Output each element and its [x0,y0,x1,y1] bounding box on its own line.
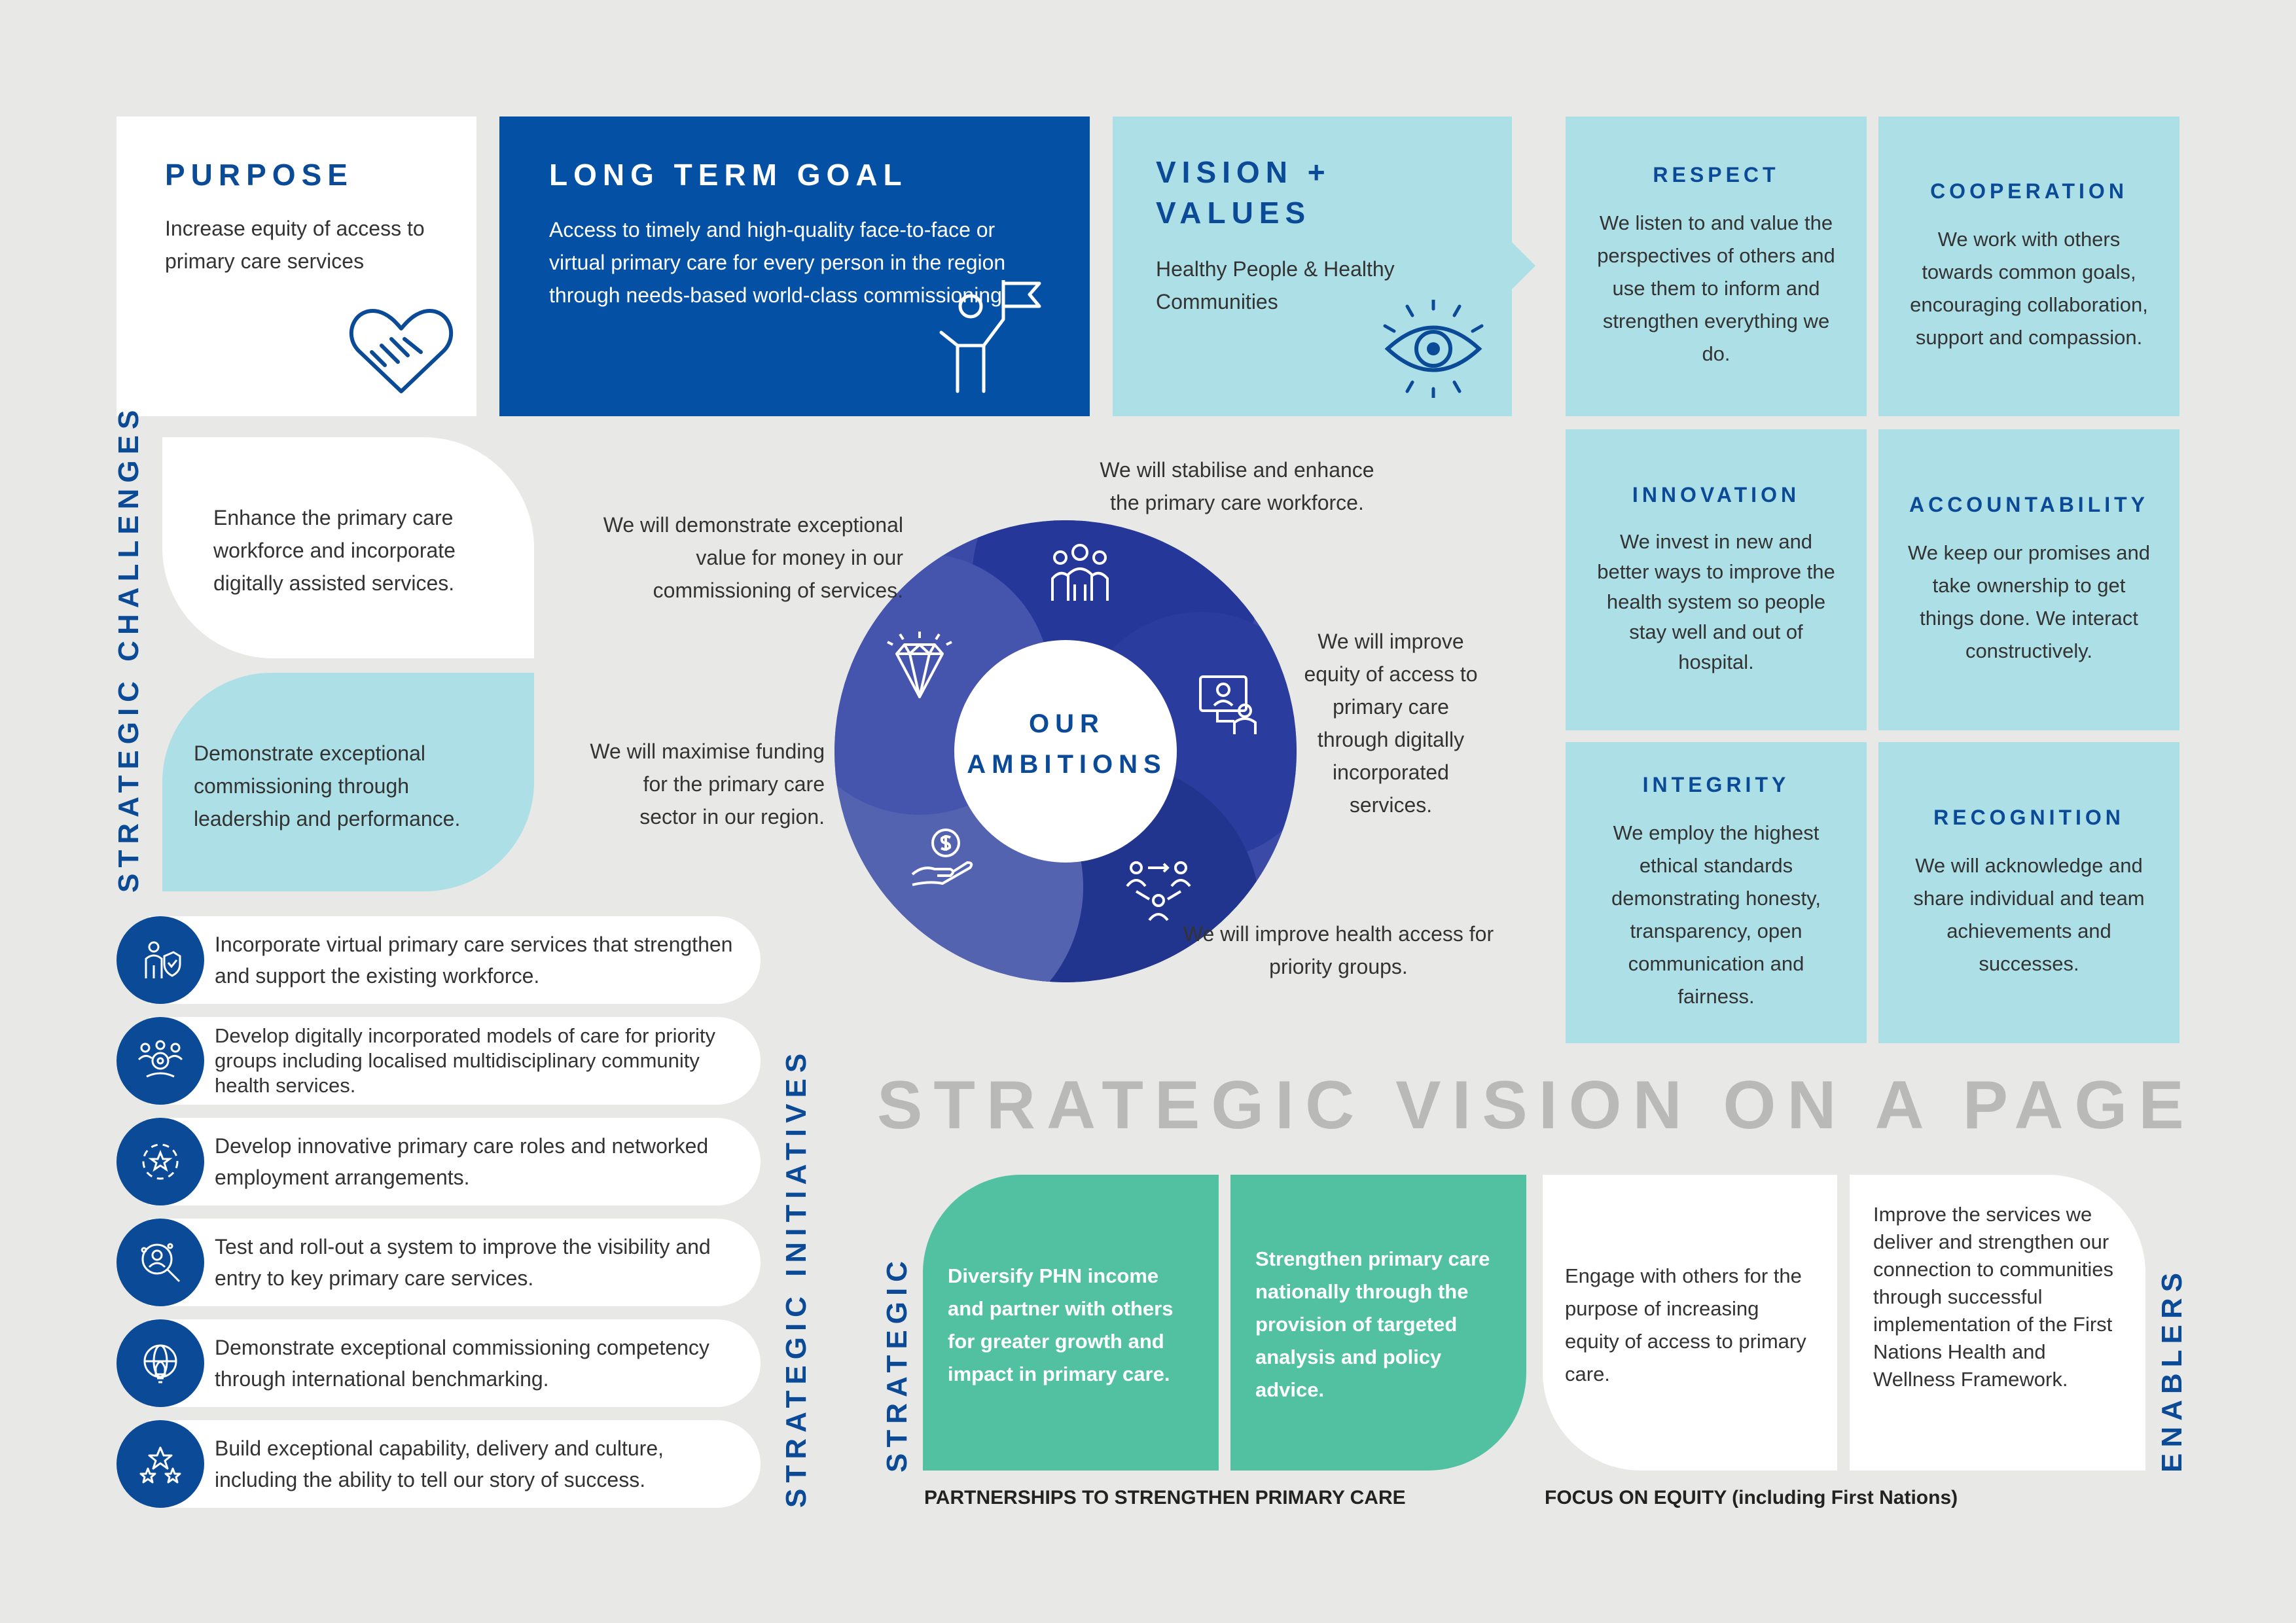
vision-arrow [1512,242,1535,289]
strategic-initiatives-label: STRATEGIC INITIATIVES [780,1047,812,1508]
equity-caption: FOCUS ON EQUITY (including First Nations… [1545,1487,1958,1508]
value-cooperation: COOPERATION We work with others towards … [1878,116,2179,416]
value-accountability: ACCOUNTABILITY We keep our promises and … [1878,429,2179,730]
initiative-row-6: Build exceptional capability, delivery a… [117,1420,761,1508]
challenge-card-2: Demonstrate exceptional commissioning th… [162,673,534,891]
person-flag-icon [939,280,1041,393]
initiative-row-3: Develop innovative primary care roles an… [117,1118,761,1205]
purpose-text: Increase equity of access to primary car… [165,217,425,273]
ambition-priority-groups: We will improve health access for priori… [1183,922,1494,978]
equity-card-2: Improve the services we deliver and stre… [1850,1175,2145,1471]
value-integrity: INTEGRITY We employ the highest ethical … [1566,742,1867,1043]
virtual-care-icon [1199,675,1257,734]
vision-title-line1: VISION + [1156,155,1331,189]
person-shield-icon [117,916,204,1004]
initiative-row-4: Test and roll-out a system to improve th… [117,1219,761,1306]
strategic-label: STRATEGIC [881,1255,913,1472]
initiative-row-2: Develop digitally incorporated models of… [117,1017,761,1105]
ambitions-ring [834,520,1297,982]
stars-icon [117,1420,204,1508]
vision-text: Healthy People & Healthy Communities [1156,257,1395,313]
people-gear-icon [117,1017,204,1105]
initiative-row-1: Incorporate virtual primary care service… [117,916,761,1004]
purpose-title: PURPOSE [165,158,353,192]
long-term-goal-card: LONG TERM GOAL Access to timely and high… [499,116,1090,416]
group-exchange-icon [1126,861,1191,921]
long-term-goal-title: LONG TERM GOAL [549,158,908,192]
vision-card: VISION + VALUES Healthy People & Healthy… [1113,116,1512,416]
vision-title-line2: VALUES [1156,196,1312,230]
challenge-card-1: Enhance the primary care workforce and i… [162,437,534,658]
value-innovation: INNOVATION We invest in new and better w… [1566,429,1867,730]
star-network-icon [117,1118,204,1205]
partnership-card-2: Strengthen primary care nationally throu… [1230,1175,1526,1471]
eye-icon [1383,300,1484,398]
ambition-value-for-money: We will demonstrate exceptional value fo… [603,513,903,602]
ambitions-center-label: OUR AMBITIONS [967,709,1167,779]
ambition-equity-digital: We will improve equity of access to prim… [1304,630,1478,817]
long-term-goal-text: Access to timely and high-quality face-t… [549,218,1006,307]
strategic-challenges-label: STRATEGIC CHALLENGES [113,404,145,893]
partnership-card-1: Diversify PHN income and partner with ot… [923,1175,1219,1471]
magnifier-person-icon [117,1219,204,1306]
enablers-label: ENABLERS [2156,1266,2188,1472]
ambition-workforce: We will stabilise and enhance the primar… [1100,458,1374,514]
page-title: STRATEGIC VISION ON A PAGE [877,1067,2195,1143]
ambition-funding: We will maximise funding for the primary… [590,740,825,829]
diamond-icon [887,632,952,698]
purpose-card: PURPOSE Increase equity of access to pri… [117,116,476,416]
equity-card-1: Engage with others for the purpose of in… [1543,1175,1837,1471]
globe-lightbulb-icon [117,1319,204,1407]
value-recognition: RECOGNITION We will acknowledge and shar… [1878,742,2179,1043]
initiative-row-5: Demonstrate exceptional commissioning co… [117,1319,761,1407]
value-respect: RESPECT We listen to and value the persp… [1566,116,1867,416]
partnerships-caption: PARTNERSHIPS TO STRENGTHEN PRIMARY CARE [924,1487,1406,1508]
team-icon [1051,544,1109,601]
dollar-hand-icon [911,829,973,886]
handshake-heart-icon [349,309,454,393]
